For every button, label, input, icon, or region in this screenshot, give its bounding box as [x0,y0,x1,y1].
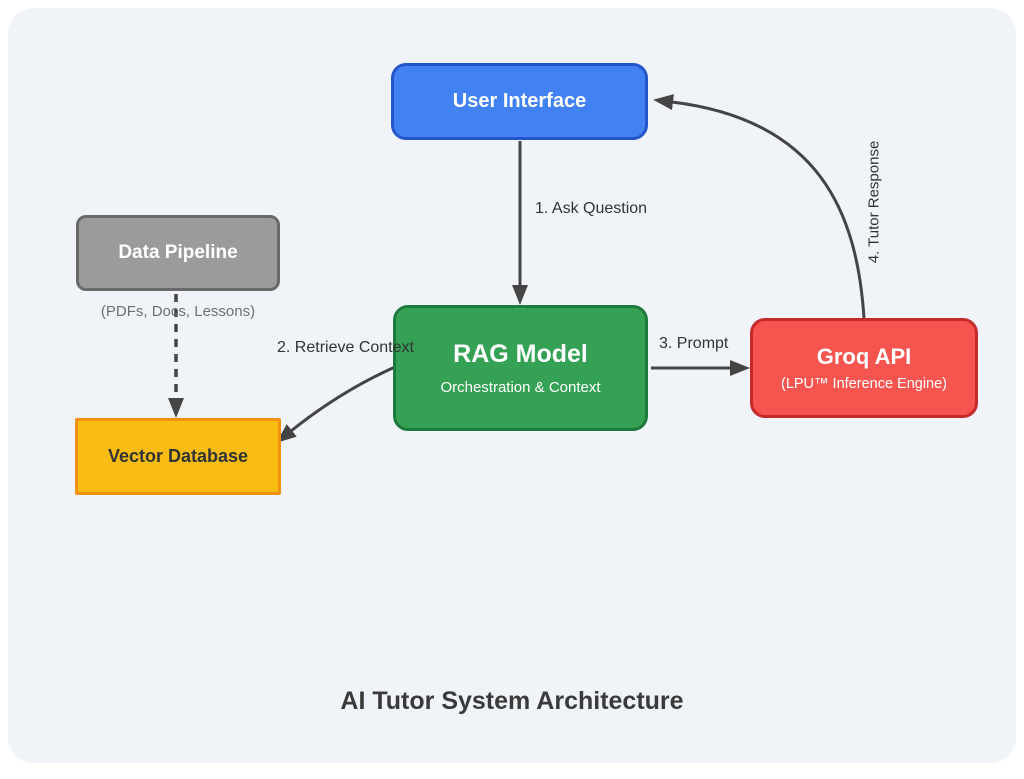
node-vector-database: Vector Database [75,418,281,495]
retrieve-context-arrow [276,365,396,443]
edge-label-tutor-response: 4. Tutor Response [865,140,883,264]
tutor-response-arrow [653,94,866,319]
node-data-pipeline-title: Data Pipeline [118,242,238,263]
node-groq-api: Groq API (LPU™ Inference Engine) [750,318,978,418]
edges-layer [168,94,866,443]
edge-label-ask-question: 1. Ask Question [535,200,648,217]
diagram-canvas: User Interface Data Pipeline (PDFs, Docs… [8,8,1016,763]
node-rag-model-title: RAG Model [453,340,588,368]
node-groq-api-title: Groq API [816,344,912,369]
node-groq-api-subtitle: (LPU™ Inference Engine) [780,376,948,392]
node-rag-model: RAG Model Orchestration & Context [393,305,648,431]
node-rag-model-subtitle: Orchestration & Context [440,379,601,396]
diagram-title: AI Tutor System Architecture [340,687,684,715]
node-data-pipeline: Data Pipeline [76,215,280,291]
node-user-interface-title: User Interface [452,90,587,112]
node-user-interface: User Interface [391,63,648,140]
node-vector-database-title: Vector Database [107,446,249,466]
data-pipeline-caption: (PDFs, Docs, Lessons) [100,303,256,320]
edge-label-retrieve-context: 2. Retrieve Context [277,339,414,356]
edge-label-prompt: 3. Prompt [659,335,729,352]
